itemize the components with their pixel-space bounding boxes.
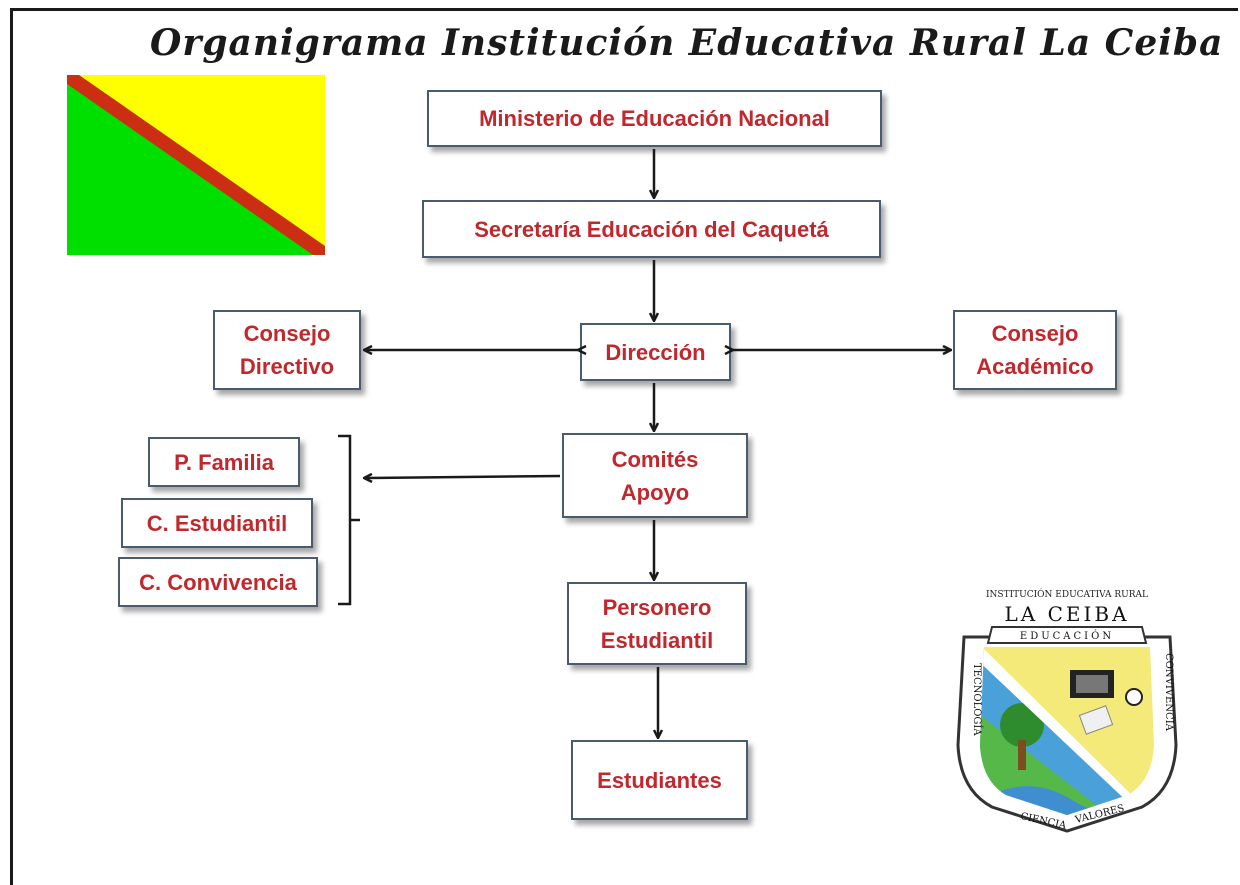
node-estudiantes: Estudiantes <box>571 740 748 820</box>
node-comites-apoyo-line1: Comités <box>611 446 699 472</box>
node-estudiantes-label: Estudiantes <box>597 767 722 793</box>
node-c-estudiantil: C. Estudiantil <box>121 498 313 548</box>
node-ministerio-label: Ministerio de Educación Nacional <box>479 106 830 131</box>
crest-name: LA CEIBA <box>1004 602 1129 626</box>
node-secretaria-label: Secretaría Educación del Caquetá <box>474 216 829 242</box>
page-title: Organigrama Institución Educativa Rural … <box>150 22 1224 64</box>
node-direccion: Dirección <box>580 323 731 381</box>
frame-top-border <box>10 8 1238 11</box>
school-flag <box>67 75 325 255</box>
node-consejo-directivo-line2: Directivo <box>239 354 335 379</box>
flag-red-diagonal <box>67 75 325 255</box>
crest-banner <box>986 626 1148 644</box>
node-c-estudiantil-label: C. Estudiantil <box>146 510 288 536</box>
node-p-familia: P. Familia <box>148 437 300 487</box>
node-consejo-directivo: Consejo Directivo <box>213 310 361 390</box>
crest-banner-text: EDUCACIÓN <box>1020 630 1114 642</box>
node-c-convivencia-label: C. Convivencia <box>139 569 297 595</box>
node-consejo-academico-line1: Consejo <box>991 321 1079 346</box>
node-comites-apoyo: Comités Apoyo <box>562 433 748 518</box>
node-consejo-directivo-line1: Consejo <box>243 321 331 346</box>
node-personero-line2: Estudiantil <box>600 627 714 653</box>
node-direccion-label: Dirección <box>605 339 706 365</box>
node-personero-line1: Personero <box>602 594 712 620</box>
frame-left-border <box>10 8 13 885</box>
node-consejo-academico-line2: Académico <box>976 354 1094 379</box>
committees-bracket <box>338 434 360 606</box>
crest-notebook-icon <box>1078 705 1114 735</box>
school-crest-logo: INSTITUCIÓN EDUCATIVA RURAL LA CEIBA EDU… <box>956 588 1178 833</box>
node-c-convivencia: C. Convivencia <box>118 557 318 607</box>
crest-field <box>980 647 1154 815</box>
node-ministerio: Ministerio de Educación Nacional <box>427 90 882 147</box>
arrow-comites-bracket <box>364 476 561 478</box>
node-secretaria: Secretaría Educación del Caquetá <box>422 200 881 258</box>
node-p-familia-label: P. Familia <box>174 449 274 475</box>
node-consejo-academico: Consejo Académico <box>953 310 1117 390</box>
crest-top-text: INSTITUCIÓN EDUCATIVA RURAL <box>986 588 1148 600</box>
crest-right-vertical: CONVIVENCIA <box>1163 653 1174 732</box>
crest-left-vertical: TECNOLOGÍA <box>971 663 983 736</box>
crest-ball-icon <box>1125 688 1143 706</box>
node-comites-apoyo-line2: Apoyo <box>620 479 690 505</box>
crest-tree-icon <box>1000 703 1044 747</box>
node-personero: Personero Estudiantil <box>567 582 747 665</box>
